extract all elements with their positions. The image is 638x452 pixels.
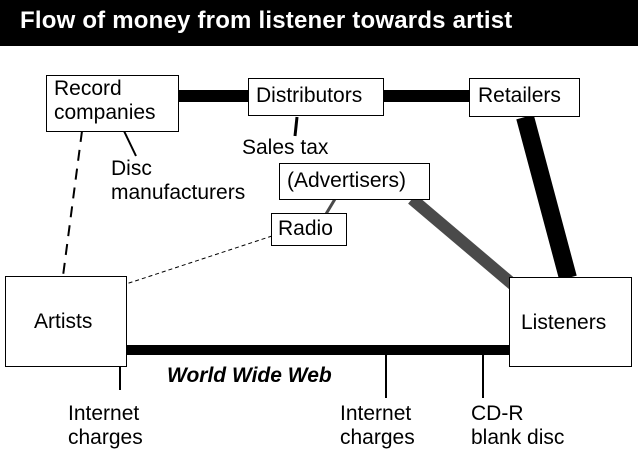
internet-charges-left-label: Internet charges	[68, 402, 143, 450]
sales-tax-label: Sales tax	[242, 136, 329, 159]
sales-tax-connector	[293, 116, 299, 137]
artists-box: Artists	[5, 276, 127, 367]
disc-manufacturers-line-1: Disc	[111, 157, 152, 180]
listeners-label: Listeners	[521, 311, 607, 334]
disc-manufacturers-line-2: manufacturers	[111, 181, 246, 204]
record-companies-line-1: Record	[54, 77, 122, 100]
radio-box: Radio	[271, 213, 347, 246]
internet-charges-right-label: Internet charges	[340, 402, 415, 450]
world-wide-web-label: World Wide Web	[167, 364, 332, 387]
listeners-box: Listeners	[509, 277, 632, 367]
flow-retailers-to-listeners	[516, 114, 577, 281]
advertisers-box: (Advertisers)	[279, 163, 430, 200]
cdr-blank-disc-line-2: blank disc	[471, 426, 565, 449]
cdr-blank-disc-label: CD-R blank disc	[471, 402, 564, 450]
record-companies-box: Record companies	[46, 75, 179, 132]
distributors-box: Distributors	[248, 78, 384, 116]
flow-advertisers-to-radio	[324, 198, 337, 215]
cdr-blank-disc-line-1: CD-R	[471, 402, 524, 425]
advertisers-label: (Advertisers)	[287, 169, 407, 192]
internet-charges-left-line-2: charges	[68, 426, 143, 449]
internet-charges-right-line-2: charges	[340, 426, 415, 449]
flow-radio-to-artists	[125, 235, 273, 285]
distributors-label: Distributors	[256, 84, 363, 107]
record-companies-line-2: companies	[54, 101, 156, 124]
internet-charges-left-line-1: Internet	[68, 402, 140, 425]
title-bar: Flow of money from listener towards arti…	[0, 0, 638, 46]
diagram-title: Flow of money from listener towards arti…	[20, 7, 513, 34]
artists-label: Artists	[34, 310, 93, 333]
flow-record-to-artists	[62, 130, 83, 277]
retailers-label: Retailers	[478, 84, 561, 107]
internet-charges-right-line-1: Internet	[340, 402, 412, 425]
internet-charges-right-connector	[385, 349, 396, 398]
flow-advertisers-to-listeners	[408, 194, 521, 293]
cdr-connector	[482, 349, 493, 398]
disc-manufacturers-label: Disc manufacturers	[111, 157, 245, 205]
retailers-box: Retailers	[469, 78, 580, 117]
disc-manufacturers-connector	[123, 130, 137, 157]
radio-label: Radio	[278, 217, 333, 240]
